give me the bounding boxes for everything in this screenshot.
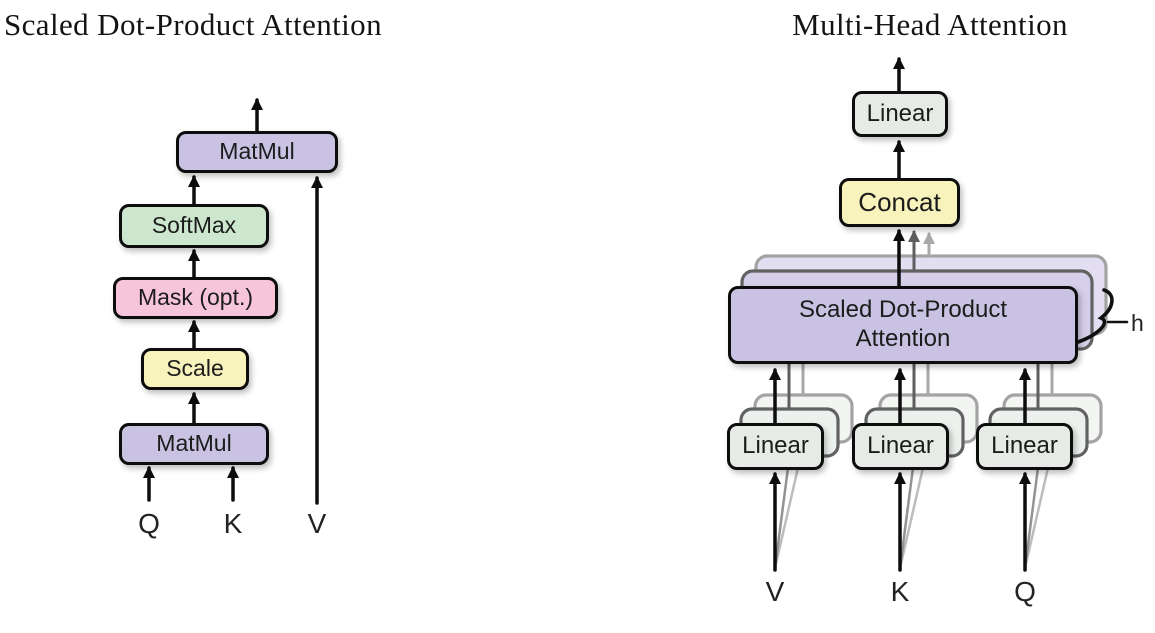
scaled-dot-product-attention-box: Scaled Dot-Product Attention — [728, 286, 1078, 364]
ghost-fan-dark-v — [773, 459, 791, 569]
label-q-left: Q — [138, 508, 160, 539]
ghost-fan-dark-k — [898, 459, 916, 569]
concat-box: Concat — [839, 178, 960, 227]
left-diagram-title: Scaled Dot-Product Attention — [4, 7, 382, 42]
label-heads-h: h — [1131, 310, 1144, 336]
mask-box: Mask (opt.) — [113, 277, 278, 319]
right-arrows — [769, 57, 1031, 572]
scale-box: Scale — [141, 348, 249, 390]
matmul-top-box: MatMul — [176, 131, 338, 173]
matmul-bottom-box: MatMul — [119, 423, 269, 465]
linear-v-box: Linear — [727, 423, 824, 470]
ghost-fan-dark-q — [1023, 459, 1041, 569]
softmax-box: SoftMax — [119, 204, 269, 248]
linear-q-box: Linear — [976, 423, 1073, 470]
label-v-left: V — [307, 508, 327, 539]
attention-box-line1: Scaled Dot-Product — [798, 296, 1008, 324]
label-q-right: Q — [1014, 576, 1036, 607]
label-v-right: V — [765, 576, 785, 607]
attention-box-line2: Attention — [855, 325, 951, 352]
label-k-left: K — [223, 508, 243, 539]
right-diagram-title: Multi-Head Attention — [792, 7, 1068, 42]
linear-k-box: Linear — [852, 423, 949, 470]
left-arrows — [143, 98, 323, 505]
linear-top-box: Linear — [852, 91, 948, 137]
label-k-right: K — [890, 576, 910, 607]
